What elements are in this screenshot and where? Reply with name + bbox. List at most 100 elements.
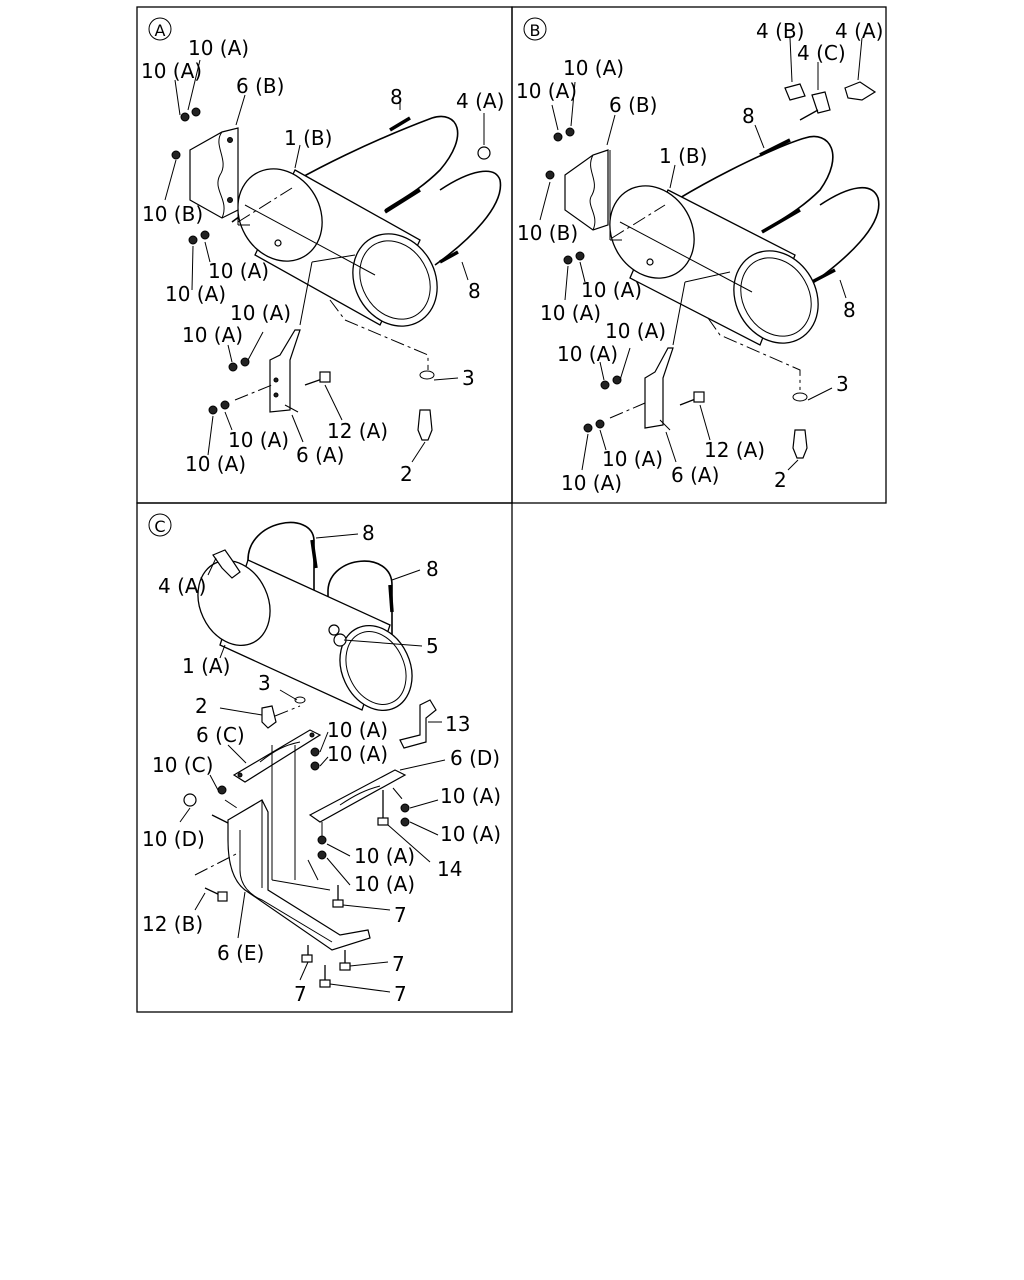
label-a13: 3 <box>462 366 475 390</box>
bracket-6c <box>232 729 322 783</box>
label-a15: 12 (A) <box>327 419 388 443</box>
label-a11: 10 (A) <box>230 301 291 325</box>
label-c14: 10 (A) <box>440 784 501 808</box>
label-a6: 1 (B) <box>284 126 332 150</box>
label-b8: 1 (B) <box>659 144 707 168</box>
label-b1: 4 (B) <box>756 19 804 43</box>
label-c7: 2 <box>195 694 208 718</box>
label-c17: 10 (A) <box>354 844 415 868</box>
drain-valve-2-b <box>792 429 808 459</box>
label-b14: 10 (A) <box>557 342 618 366</box>
label-b5: 10 (A) <box>516 79 577 103</box>
label-c4: 5 <box>426 634 439 658</box>
panel-b-badge: B <box>530 21 541 40</box>
bolt-12a-b <box>679 391 705 406</box>
label-b16: 12 (A) <box>704 438 765 462</box>
label-c2: 8 <box>426 557 439 581</box>
bracket-6d <box>308 769 407 823</box>
bracket-6e <box>227 799 371 951</box>
label-b10: 10 (A) <box>581 278 642 302</box>
strap-8-c1 <box>247 521 315 620</box>
label-b9: 10 (B) <box>517 221 578 245</box>
panel-b: B <box>516 17 883 495</box>
label-c9: 13 <box>445 712 470 736</box>
panel-a: A <box>141 17 504 486</box>
air-tank-1a <box>197 559 413 712</box>
strap-8-c2 <box>327 560 393 660</box>
label-c25: 7 <box>394 982 407 1006</box>
label-a7: 10 (B) <box>142 202 203 226</box>
label-a18: 2 <box>400 462 413 486</box>
label-b7: 8 <box>742 104 755 128</box>
panel-c-frame <box>136 502 513 1013</box>
label-a10: 8 <box>468 279 481 303</box>
label-b20: 2 <box>774 468 787 492</box>
panel-frames <box>136 6 887 1013</box>
panel-b-frame <box>511 6 887 504</box>
label-c15: 10 (D) <box>142 827 205 851</box>
label-a9: 10 (A) <box>165 282 226 306</box>
ring-3-b <box>792 392 808 402</box>
air-tank-1b-b <box>609 185 819 346</box>
label-b11: 10 (A) <box>540 301 601 325</box>
label-c11: 10 (A) <box>327 742 388 766</box>
label-c13: 10 (C) <box>152 753 213 777</box>
nuts-panel-c <box>183 747 410 860</box>
label-b4: 4 (C) <box>797 41 846 65</box>
label-c24: 7 <box>294 982 307 1006</box>
label-c23: 7 <box>392 952 405 976</box>
panel-c-badge: C <box>154 517 165 536</box>
drain-valve-2 <box>417 409 433 441</box>
label-c16: 10 (A) <box>440 822 501 846</box>
strap-8-lower-bolt <box>384 188 421 214</box>
label-a17: 10 (A) <box>185 452 246 476</box>
label-c10: 6 (C) <box>196 723 245 747</box>
bolt-12a <box>304 371 331 386</box>
bracket-13 <box>399 699 437 749</box>
strap-8-rear <box>231 115 459 223</box>
strap-8-front-bolt <box>439 250 459 264</box>
nuts-panel-b <box>545 127 622 433</box>
label-a12: 10 (A) <box>182 323 243 347</box>
label-c12: 6 (D) <box>450 746 500 770</box>
label-a8: 10 (A) <box>208 259 269 283</box>
label-a3: 6 (B) <box>236 74 284 98</box>
label-c8: 10 (A) <box>327 718 388 742</box>
label-b12: 8 <box>843 298 856 322</box>
fitting-4a-c <box>212 549 241 579</box>
strap-8-rear-bolt <box>389 116 411 132</box>
label-a1: 10 (A) <box>188 36 249 60</box>
label-b17: 10 (A) <box>602 447 663 471</box>
label-c20: 7 <box>394 903 407 927</box>
bracket-6a <box>269 329 301 413</box>
label-b2: 4 (A) <box>835 19 883 43</box>
strap-8-front <box>434 170 502 266</box>
label-c21: 12 (B) <box>142 912 203 936</box>
label-c6: 3 <box>258 671 271 695</box>
label-a5: 4 (A) <box>456 89 504 113</box>
label-a2: 10 (A) <box>141 59 202 83</box>
bolts-panel-c <box>204 790 389 988</box>
label-b15: 3 <box>836 372 849 396</box>
ring-3 <box>419 370 435 380</box>
strap-8-front-b <box>809 186 880 286</box>
fittings-4 <box>784 81 877 121</box>
nuts-panel-a <box>171 107 491 415</box>
bracket-6a-b <box>644 347 674 431</box>
label-c19: 10 (A) <box>354 872 415 896</box>
air-tank-1b <box>237 168 438 327</box>
label-b18: 6 (A) <box>671 463 719 487</box>
label-c1: 8 <box>362 521 375 545</box>
label-b13: 10 (A) <box>605 319 666 343</box>
panel-a-badge-circle <box>148 17 172 41</box>
label-a14: 10 (A) <box>228 428 289 452</box>
panel-b-badge-circle <box>523 17 547 41</box>
drain-valve-2-c <box>261 705 277 729</box>
panel-c-badge-circle <box>148 513 172 537</box>
ring-3-c <box>294 696 306 704</box>
panel-c: C <box>142 513 501 1006</box>
bracket-6b <box>189 127 239 219</box>
label-a4: 8 <box>390 85 403 109</box>
panel-a-badge: A <box>155 21 166 40</box>
